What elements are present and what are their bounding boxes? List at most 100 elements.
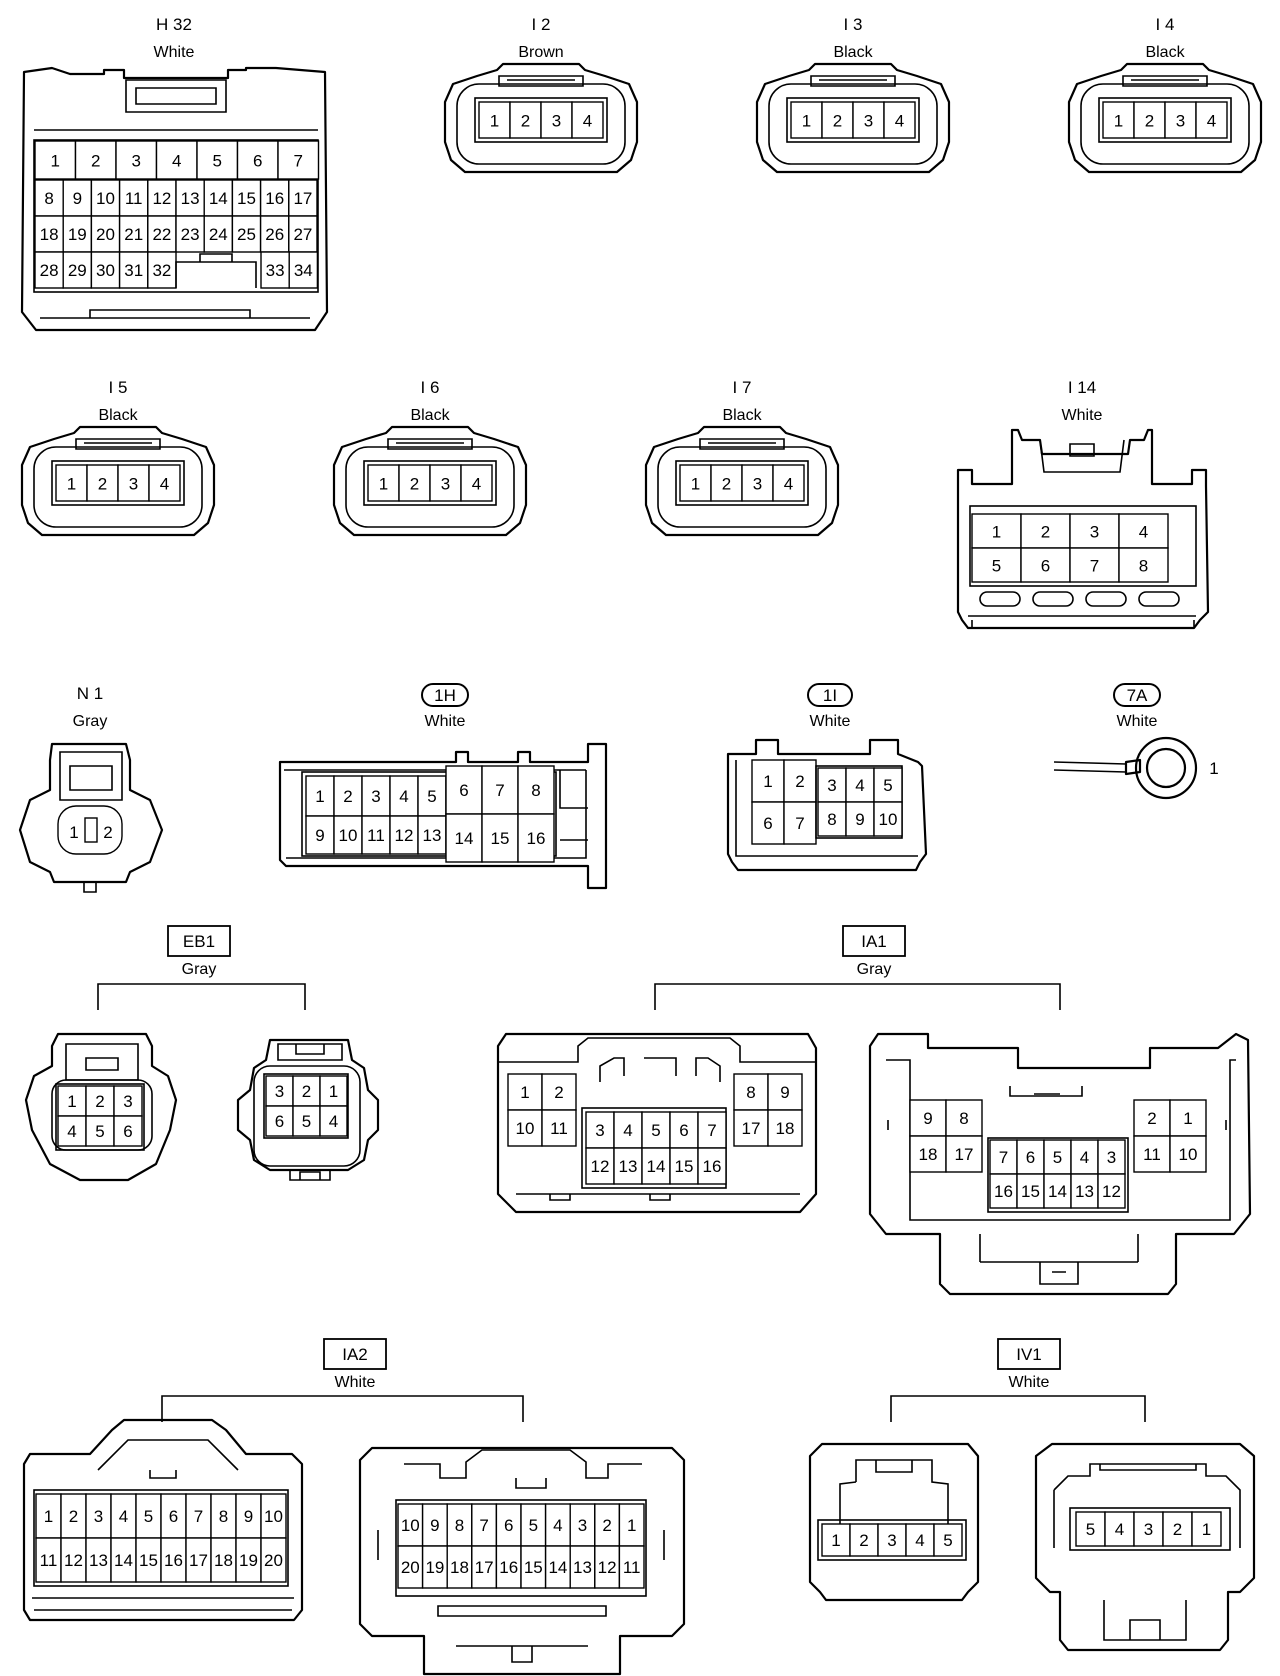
svg-text:5: 5 <box>883 776 892 795</box>
pin-label: 20 <box>96 225 115 244</box>
connector-ia1-label: IA1 <box>861 932 887 951</box>
pin-label: 11 <box>367 826 385 845</box>
pin-label: 9 <box>430 1516 439 1535</box>
pin-label: 2 <box>554 1083 563 1102</box>
pin-cell <box>883 101 916 139</box>
pin-label: 2 <box>343 787 352 806</box>
pin-cell <box>1133 101 1166 139</box>
pin-label: 5 <box>651 1121 660 1140</box>
pin-label: 31 <box>124 261 143 280</box>
pin-cell <box>90 215 121 253</box>
connector-i14-color: White <box>1062 407 1103 424</box>
connector-7a: 7A White 1 <box>1053 683 1219 800</box>
pin-label: 6 <box>169 1507 178 1526</box>
pin-cell <box>236 140 279 180</box>
pin-label: 17 <box>742 1119 761 1138</box>
connector-i7-label: I 7 <box>733 378 752 397</box>
connector-i5-color: Black <box>98 407 138 424</box>
svg-text:2: 2 <box>795 772 804 791</box>
pin-cell <box>305 775 335 817</box>
pin-cell <box>544 1545 571 1589</box>
pin-cell <box>118 251 149 289</box>
pin-label: 3 <box>132 151 141 170</box>
pin-label: 4 <box>1080 1148 1089 1167</box>
pin-cell <box>594 1545 621 1589</box>
pin-label: 8 <box>746 1083 755 1102</box>
pin-cell <box>669 1111 699 1149</box>
pin-label: 6 <box>1026 1148 1035 1167</box>
pin-cell <box>1133 1511 1164 1547</box>
pin-label: 1 <box>315 787 324 806</box>
connector-ia1-color: Gray <box>857 961 892 978</box>
connector-i4-color: Black <box>1145 44 1185 61</box>
pin-label: 7 <box>194 1507 203 1526</box>
connector-eb1-color: Gray <box>182 961 217 978</box>
svg-text:9: 9 <box>855 810 864 829</box>
pin-cell <box>541 1073 577 1111</box>
connector-i6-color: Black <box>410 407 450 424</box>
pin-cell <box>35 1537 62 1583</box>
pin-cell <box>641 1111 671 1149</box>
pin-label: 3 <box>887 1531 896 1550</box>
pin-cell <box>185 1493 212 1539</box>
pin-label: 3 <box>1090 522 1099 541</box>
connector-ia2-color: White <box>335 1374 376 1391</box>
pin-cell <box>421 1545 448 1589</box>
pin-cell <box>1118 513 1169 549</box>
connector-7a-label: 7A <box>1127 686 1148 705</box>
pin-label: 10 <box>264 1507 283 1526</box>
pin-label: 14 <box>1048 1182 1067 1201</box>
pin-label: 3 <box>1107 1148 1116 1167</box>
connector-i4-label: I 4 <box>1156 15 1175 34</box>
pin-cell <box>571 101 604 139</box>
pin-label: 3 <box>371 787 380 806</box>
pin-cell <box>772 464 805 502</box>
pin-cell <box>520 1545 547 1589</box>
pin-cell <box>319 1105 348 1137</box>
pin-label: 6 <box>123 1122 132 1141</box>
pin-cell <box>1102 101 1135 139</box>
pin-cell <box>446 1503 473 1547</box>
pin-cell <box>361 775 391 817</box>
pin-cell <box>849 1523 879 1557</box>
pin-label: 14 <box>647 1157 666 1176</box>
pin-label: 5 <box>302 1112 311 1131</box>
connector-i7-color: Black <box>722 407 762 424</box>
pin-cell <box>86 464 119 502</box>
pin-label: 4 <box>623 1121 632 1140</box>
pin-cell <box>989 1139 1018 1175</box>
pin-label: 2 <box>722 474 731 493</box>
pin-cell <box>288 179 318 217</box>
pin-label: 1 <box>520 1083 529 1102</box>
pin-cell <box>821 1523 851 1557</box>
pin-label: 3 <box>552 111 561 130</box>
connector-1h-label: 1H <box>434 686 456 705</box>
pin-label: 4 <box>329 1112 338 1131</box>
pin-cell <box>259 215 290 253</box>
svg-text:6: 6 <box>459 781 468 800</box>
pin-label: 2 <box>859 1531 868 1550</box>
connector-i6-label: I 6 <box>421 378 440 397</box>
pin-cell <box>679 464 712 502</box>
pin-label: 11 <box>550 1119 568 1138</box>
pin-cell <box>62 179 93 217</box>
pin-label: 10 <box>516 1119 535 1138</box>
pin-label: 3 <box>275 1082 284 1101</box>
pin-cell <box>1133 1135 1171 1173</box>
pin-cell <box>135 1537 162 1583</box>
pin-label: 4 <box>1207 111 1216 130</box>
connector-i5-label: I 5 <box>109 378 128 397</box>
pin-label: 4 <box>553 1516 562 1535</box>
pin-label: 17 <box>189 1551 208 1570</box>
pin-label: 27 <box>293 225 312 244</box>
pin-cell <box>292 1105 321 1137</box>
pin-label: 21 <box>124 225 143 244</box>
